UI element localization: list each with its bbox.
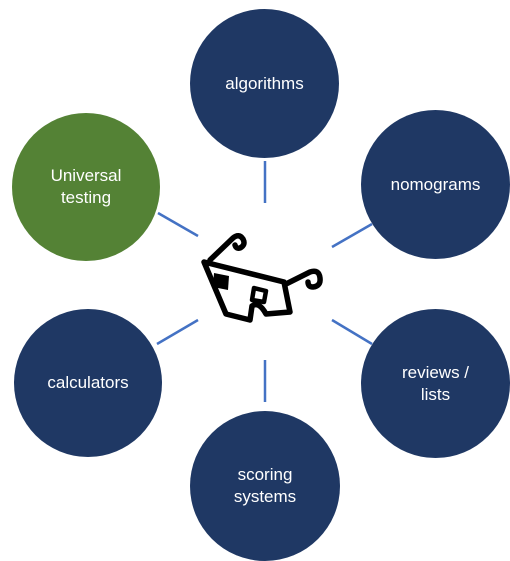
node-label-algorithms: algorithms <box>225 73 304 93</box>
node-label-nomograms: nomograms <box>390 174 481 194</box>
node-label-scoring-systems: scoring systems <box>233 465 297 506</box>
node-reviews-lists: reviews / lists <box>361 309 510 458</box>
node-algorithms: algorithms <box>190 9 339 158</box>
node-label-reviews-lists: reviews / lists <box>401 362 470 404</box>
node-label-calculators: calculators <box>47 373 129 392</box>
connector-universal <box>157 211 199 238</box>
node-label-universal-testing: Universal testing <box>50 166 122 207</box>
connector-calculators <box>156 318 199 346</box>
node-calculators: calculators <box>14 309 162 457</box>
3d-glasses-icon <box>201 233 323 323</box>
connector-reviews <box>331 318 373 346</box>
node-universal-testing: Universal testing <box>12 113 160 261</box>
connector-nomograms <box>331 222 373 249</box>
node-nomograms: nomograms <box>361 110 510 259</box>
node-scoring-systems: scoring systems <box>190 411 340 561</box>
